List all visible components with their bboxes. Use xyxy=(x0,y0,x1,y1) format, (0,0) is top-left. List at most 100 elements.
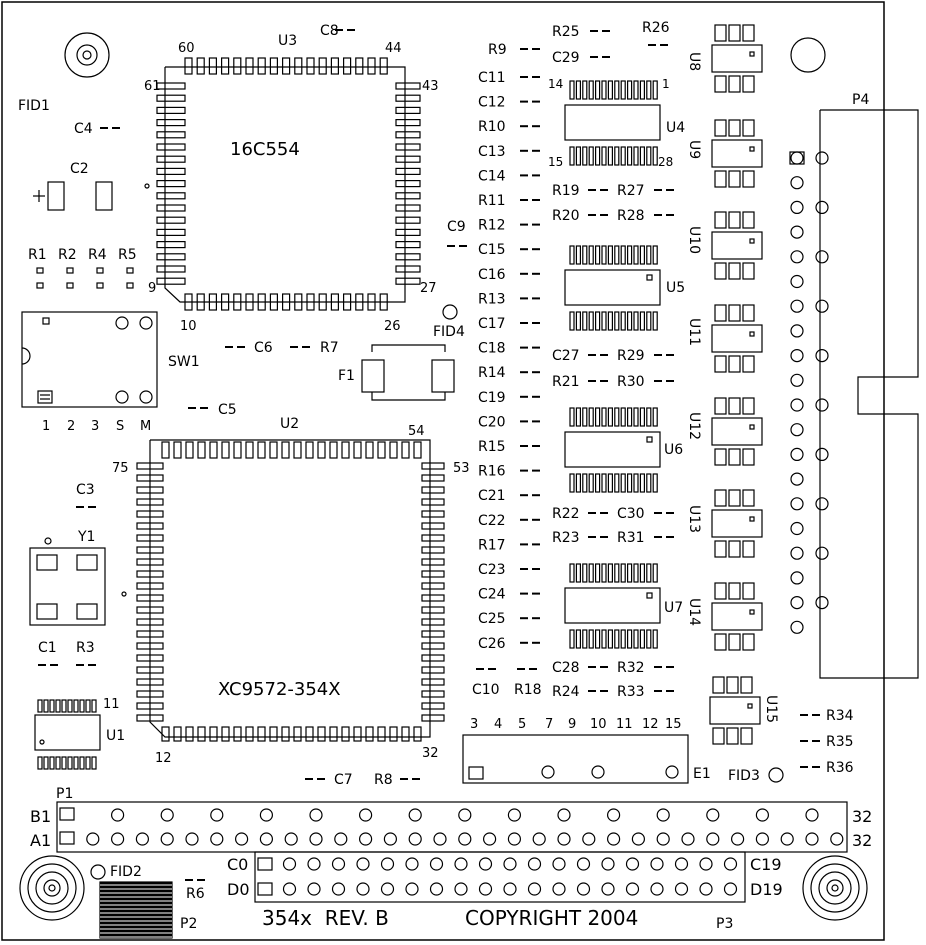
e1-pin-number: 7 xyxy=(545,717,553,732)
u2-outline xyxy=(149,439,431,738)
p3-end-c: C19 xyxy=(750,855,782,874)
u5-chip xyxy=(564,269,661,306)
passive-label: C24 xyxy=(478,587,506,603)
mounting-hole-bottom-right xyxy=(802,855,868,921)
u4-pin-28: 28 xyxy=(658,155,673,169)
u3-value: 16C554 xyxy=(230,139,300,160)
passive-label: R33 xyxy=(617,684,645,700)
p1-end-a: 32 xyxy=(852,831,872,850)
fid2-fiducial xyxy=(90,864,106,880)
p4-connector[interactable] xyxy=(789,109,919,679)
u9-ref: U9 xyxy=(686,140,702,159)
u3-pin-61: 61 xyxy=(144,79,161,94)
sot-chips xyxy=(709,24,763,745)
u1-chip xyxy=(34,699,101,770)
u2-pin-32: 32 xyxy=(422,746,439,761)
passive-label: C20 xyxy=(478,414,506,430)
c9-label: C9 xyxy=(447,219,466,235)
u10-ref: U10 xyxy=(686,226,702,254)
p1-connector[interactable] xyxy=(56,801,848,853)
e1-pin-number: 10 xyxy=(590,717,607,732)
passive-label: C23 xyxy=(478,562,506,578)
fid2-label: FID2 xyxy=(110,864,142,880)
y1-crystal xyxy=(29,537,106,626)
f1-ref: F1 xyxy=(338,368,355,384)
passive-label: R32 xyxy=(617,660,645,676)
e1-pin-number: 15 xyxy=(665,717,682,732)
sw1-label-2: 2 xyxy=(67,419,75,434)
passive-label: R13 xyxy=(478,291,506,307)
passive-label: R12 xyxy=(478,218,506,234)
p1-end-b: 32 xyxy=(852,807,872,826)
e1-pin-number: 9 xyxy=(568,717,576,732)
e1-ref: E1 xyxy=(693,766,711,782)
r4-label: R4 xyxy=(88,247,107,263)
sw1-switch[interactable] xyxy=(21,311,158,408)
passive-label: R30 xyxy=(617,374,645,390)
passive-label: R31 xyxy=(617,530,645,546)
passive-label: C11 xyxy=(478,70,506,86)
u4-pin-1: 1 xyxy=(662,77,670,91)
c8-label: C8 xyxy=(320,23,339,39)
c6-label: C6 xyxy=(254,340,273,356)
r18-label: R18 xyxy=(514,682,542,698)
u3-outline xyxy=(164,66,406,303)
r7-label: R7 xyxy=(320,340,339,356)
e1-pin-number: 12 xyxy=(642,717,659,732)
c2-capacitor xyxy=(33,181,150,211)
passive-label: C15 xyxy=(478,242,506,258)
passive-label: C13 xyxy=(478,144,506,160)
u12-ref: U12 xyxy=(686,412,702,440)
mounting-hole-bottom-left xyxy=(19,855,85,921)
u3-ref: U3 xyxy=(278,33,297,49)
r34-label: R34 xyxy=(826,708,854,724)
passive-label: C25 xyxy=(478,611,506,627)
passive-label: C18 xyxy=(478,341,506,357)
u2-pin-53: 53 xyxy=(453,461,470,476)
f1-fuse xyxy=(361,344,455,401)
passive-label: R20 xyxy=(552,208,580,224)
passive-label: R29 xyxy=(617,348,645,364)
sw1-label-s: S xyxy=(116,419,124,434)
u5-ref: U5 xyxy=(666,280,685,296)
u1-pin-11: 11 xyxy=(103,697,120,712)
passive-label: R10 xyxy=(478,119,506,135)
passive-label: C28 xyxy=(552,660,580,676)
r36-label: R36 xyxy=(826,760,854,776)
passive-label: R28 xyxy=(617,208,645,224)
passive-label: R23 xyxy=(552,530,580,546)
passive-label: R22 xyxy=(552,506,580,522)
fid1-label: FID1 xyxy=(18,98,50,114)
u11-ref: U11 xyxy=(686,318,702,346)
u6-chip xyxy=(564,431,661,468)
u3-pin-44: 44 xyxy=(385,41,402,56)
passive-label: C21 xyxy=(478,488,506,504)
e1-header[interactable] xyxy=(462,734,689,784)
p3-start-d: D0 xyxy=(227,880,250,899)
u7-chip xyxy=(564,587,661,624)
tssop-pads xyxy=(569,80,658,649)
passive-label: C17 xyxy=(478,316,506,332)
fid3-label: FID3 xyxy=(728,768,760,784)
e1-pin-number: 4 xyxy=(494,717,502,732)
c1-label: C1 xyxy=(38,640,57,656)
r26-label: R26 xyxy=(642,20,670,36)
passive-label: R14 xyxy=(478,365,506,381)
u3-pin-43: 43 xyxy=(422,79,439,94)
sw1-label-1: 1 xyxy=(42,419,50,434)
passive-label: R11 xyxy=(478,193,506,209)
sw1-ref: SW1 xyxy=(168,354,200,370)
c29-label: C29 xyxy=(552,50,580,66)
fid3-fiducial xyxy=(768,767,784,783)
sw1-label-m: M xyxy=(140,419,151,434)
p3-connector[interactable] xyxy=(254,851,746,903)
c10-label: C10 xyxy=(472,682,500,698)
passive-label: R15 xyxy=(478,439,506,455)
p4-ref: P4 xyxy=(852,92,869,108)
board-copyright: COPYRIGHT 2004 xyxy=(465,906,638,930)
p3-end-d: D19 xyxy=(750,880,783,899)
p2-connector xyxy=(99,881,173,939)
e1-pin-number: 5 xyxy=(518,717,526,732)
